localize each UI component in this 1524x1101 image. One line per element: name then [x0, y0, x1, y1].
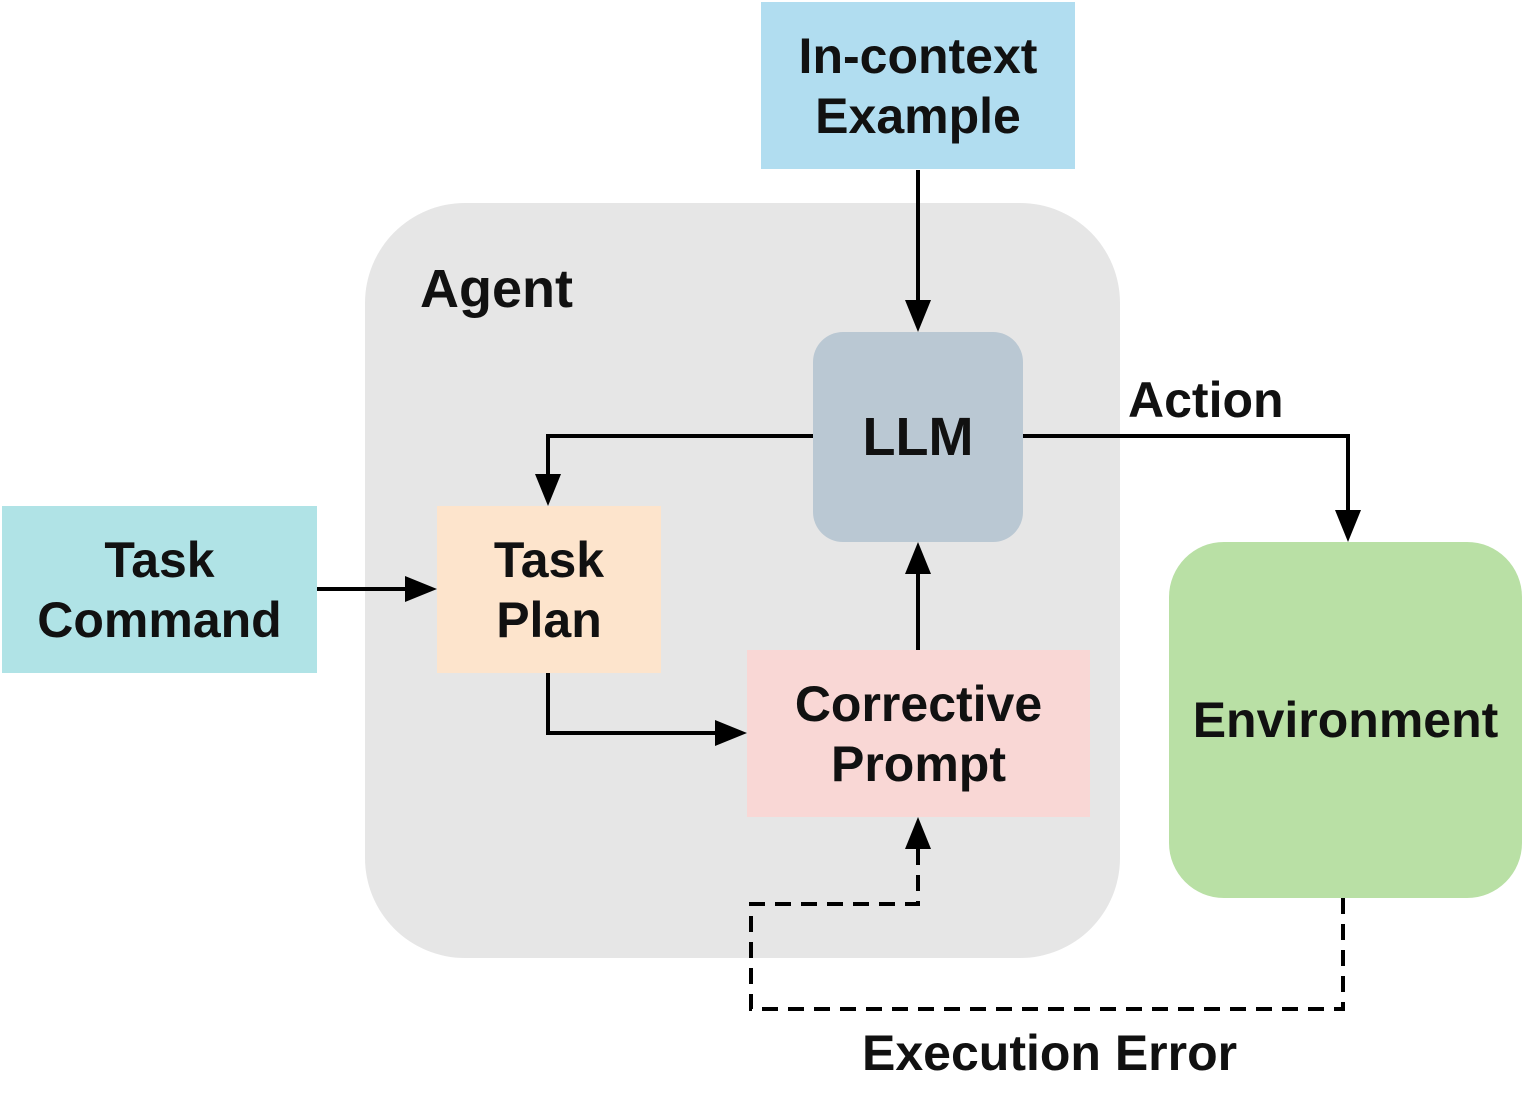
in-context-example-line1: In-context [798, 27, 1038, 84]
edge-llm-to-environment [1023, 434, 1350, 512]
task-command-line1: Task [104, 531, 215, 588]
task-command-box: Task Command [2, 506, 317, 673]
task-plan-line2: Plan [496, 591, 602, 648]
environment-label: Environment [1192, 692, 1499, 748]
arrowhead-llm-bottom [905, 542, 931, 574]
execution-error-label: Execution Error [862, 1025, 1238, 1081]
task-command-line2: Command [37, 591, 282, 648]
in-context-example-box: In-context Example [761, 2, 1075, 169]
arrowhead-plan-top [535, 474, 561, 506]
arrowhead-llm-top [905, 300, 931, 332]
llm-box: LLM [813, 332, 1023, 542]
llm-label: LLM [862, 406, 974, 467]
corrective-prompt-box: Corrective Prompt [747, 650, 1090, 817]
arrowhead-plan-left [405, 576, 437, 602]
environment-box: Environment [1169, 542, 1522, 898]
arrowhead-prompt-bottom [905, 817, 931, 849]
task-plan-line1: Task [493, 531, 605, 588]
edge-plan-to-prompt [546, 673, 718, 735]
task-plan-box: Task Plan [437, 506, 661, 673]
corrective-prompt-line2: Prompt [831, 735, 1006, 792]
corrective-prompt-line1: Corrective [794, 675, 1043, 732]
arrowhead-prompt-left [715, 720, 747, 746]
agent-label: Agent [420, 259, 573, 319]
in-context-example-line2: Example [815, 87, 1021, 144]
edge-environment-error-to-prompt [749, 846, 1345, 1011]
edge-llm-to-plan [546, 434, 813, 476]
action-label: Action [1128, 372, 1284, 428]
arrowhead-environment-top [1335, 510, 1361, 542]
